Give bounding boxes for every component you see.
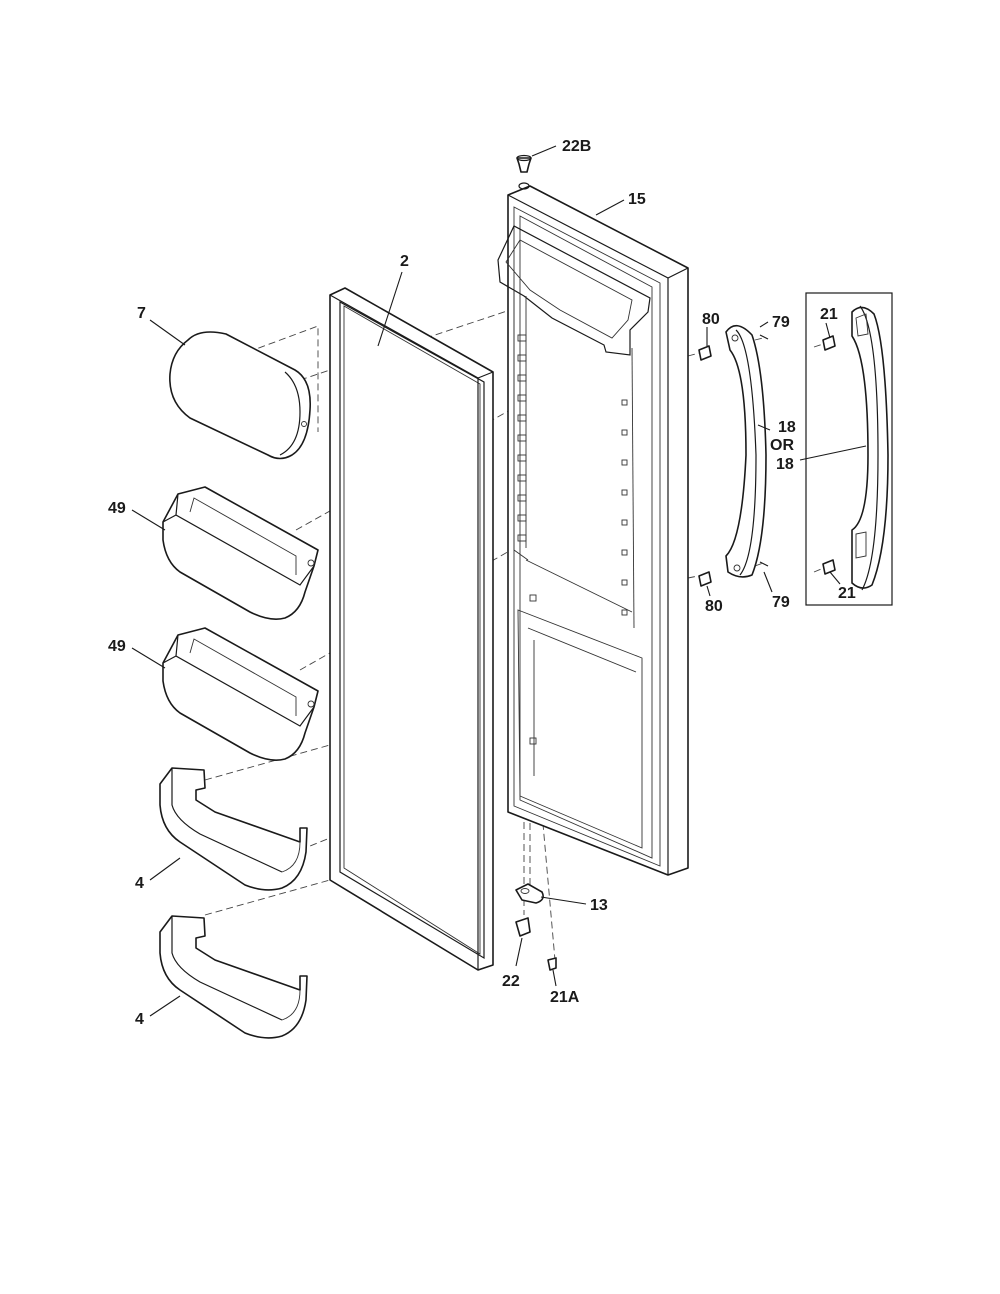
alternate-handle [851, 305, 889, 591]
alternate-handle-screws [822, 335, 836, 575]
callout-18-b: 18 [776, 456, 794, 473]
callout-22b: 22B [562, 138, 591, 155]
bin-front-lower [159, 915, 308, 1039]
dairy-bin-cylinder [169, 331, 312, 460]
callout-4-a: 4 [135, 875, 144, 892]
callout-labels: 22B 15 2 7 80 79 21 18 OR 18 49 49 80 79… [108, 138, 856, 1028]
door-bin-lower [162, 627, 319, 761]
callout-2: 2 [400, 253, 409, 270]
handle-screws [698, 334, 769, 587]
bottom-hinge-parts [515, 883, 557, 971]
callout-15: 15 [628, 191, 646, 208]
leader-lines [131, 145, 867, 1017]
top-hinge-bushing [516, 154, 532, 173]
callout-80-bottom: 80 [705, 598, 723, 615]
door-gasket [329, 287, 494, 971]
callout-13: 13 [590, 897, 608, 914]
door-assembly [497, 182, 689, 876]
door-handle [725, 324, 767, 578]
bin-front-upper [159, 767, 308, 891]
callout-49-b: 49 [108, 638, 126, 655]
callout-18-a: 18 [778, 419, 796, 436]
callout-4-b: 4 [135, 1011, 144, 1028]
door-bin-upper [162, 486, 319, 620]
alternate-handle-box [805, 292, 893, 606]
callout-21-top: 21 [820, 306, 838, 323]
callout-79-bottom: 79 [772, 594, 790, 611]
callout-22: 22 [502, 973, 520, 990]
callout-7: 7 [137, 305, 146, 322]
callout-79-top: 79 [772, 314, 790, 331]
callout-or: OR [770, 437, 794, 454]
callout-21-bottom: 21 [838, 585, 856, 602]
callout-80-top: 80 [702, 311, 720, 328]
callout-21a: 21A [550, 989, 580, 1006]
callout-49-a: 49 [108, 500, 126, 517]
